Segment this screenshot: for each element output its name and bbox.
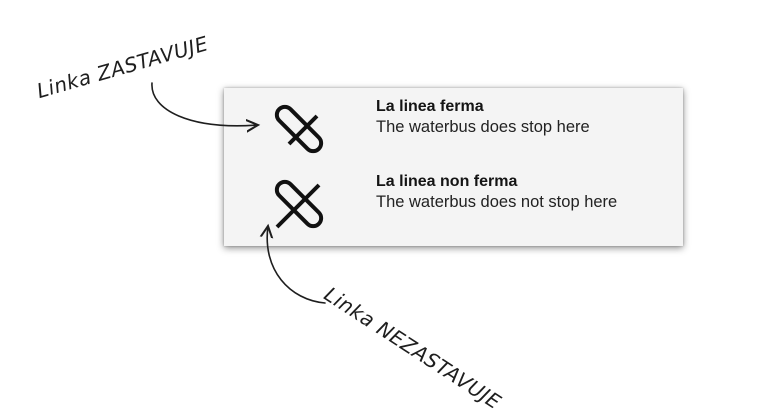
legend-card: La linea ferma The waterbus does stop he…	[224, 88, 683, 246]
legend-description-no-stop: The waterbus does not stop here	[376, 193, 618, 211]
legend-description-stop: The waterbus does stop here	[376, 118, 590, 136]
waterbus-no-stop-icon	[269, 171, 333, 235]
legend-title-no-stop: La linea non ferma	[376, 173, 518, 190]
legend-title-stop: La linea ferma	[376, 98, 484, 115]
legend-text-stop: La linea ferma The waterbus does stop he…	[376, 97, 590, 138]
legend-item-no-stop: La linea non ferma The waterbus does not…	[224, 171, 683, 231]
legend-item-stop: La linea ferma The waterbus does stop he…	[224, 96, 683, 156]
arrow-to-stop-icon	[151, 82, 258, 126]
waterbus-stop-icon	[269, 96, 333, 160]
legend-text-no-stop: La linea non ferma The waterbus does not…	[376, 172, 617, 213]
arrow-to-no-stop-icon	[267, 226, 326, 304]
